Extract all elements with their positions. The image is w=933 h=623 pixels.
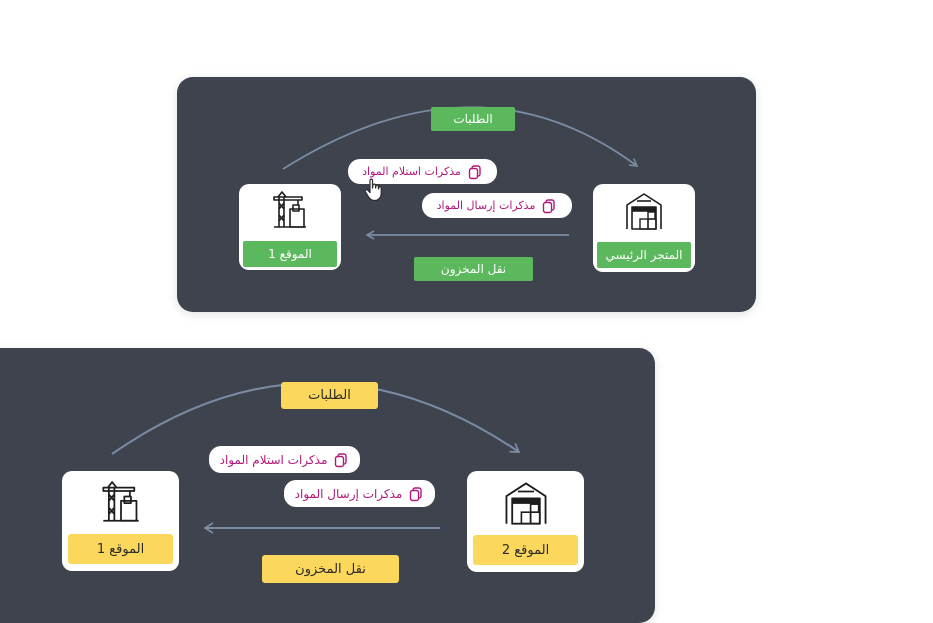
documents-icon: [335, 452, 348, 467]
main-store-card[interactable]: المتجر الرئيسي: [593, 184, 695, 272]
dispatch-notes-pill[interactable]: مذكرات إرسال المواد: [284, 480, 435, 507]
dispatch-notes-label: مذكرات إرسال المواد: [294, 486, 403, 501]
receipt-notes-label: مذكرات استلام المواد: [362, 165, 461, 178]
stock-transfer-tag: نقل المخزون: [262, 555, 399, 583]
construction-site-icon: [273, 191, 306, 228]
site-1-card[interactable]: الموقع 1: [239, 184, 341, 270]
documents-icon: [410, 486, 423, 501]
warehouse-icon: [505, 482, 546, 525]
site-1-card[interactable]: الموقع 1: [62, 471, 179, 571]
diagram-2-panel: الطلبات مذكرات استلام المواد مذكرات إرسا…: [0, 348, 655, 623]
documents-icon: [543, 198, 556, 213]
site-1-label: الموقع 1: [68, 534, 173, 564]
orders-tag: الطلبات: [431, 107, 515, 131]
receipt-notes-label: مذكرات استلام المواد: [219, 452, 328, 467]
dispatch-notes-pill[interactable]: مذكرات إرسال المواد: [422, 193, 572, 218]
receipt-notes-pill[interactable]: مذكرات استلام المواد: [209, 446, 360, 473]
site-2-label: الموقع 2: [473, 535, 578, 565]
hand-pointer-icon: [364, 178, 382, 202]
dispatch-notes-label: مذكرات إرسال المواد: [436, 199, 536, 212]
warehouse-icon: [626, 193, 662, 230]
main-store-label: المتجر الرئيسي: [597, 242, 691, 268]
documents-icon: [468, 164, 481, 179]
stock-transfer-tag: نقل المخزون: [414, 257, 533, 281]
diagram-1-panel: الطلبات مذكرات استلام المواد مذكرات إرسا…: [177, 77, 756, 312]
orders-tag: الطلبات: [281, 382, 378, 409]
receipt-notes-pill[interactable]: مذكرات استلام المواد: [348, 159, 497, 184]
construction-site-icon: [101, 481, 139, 522]
site-2-card[interactable]: الموقع 2: [467, 471, 584, 572]
site-1-label: الموقع 1: [243, 241, 337, 267]
